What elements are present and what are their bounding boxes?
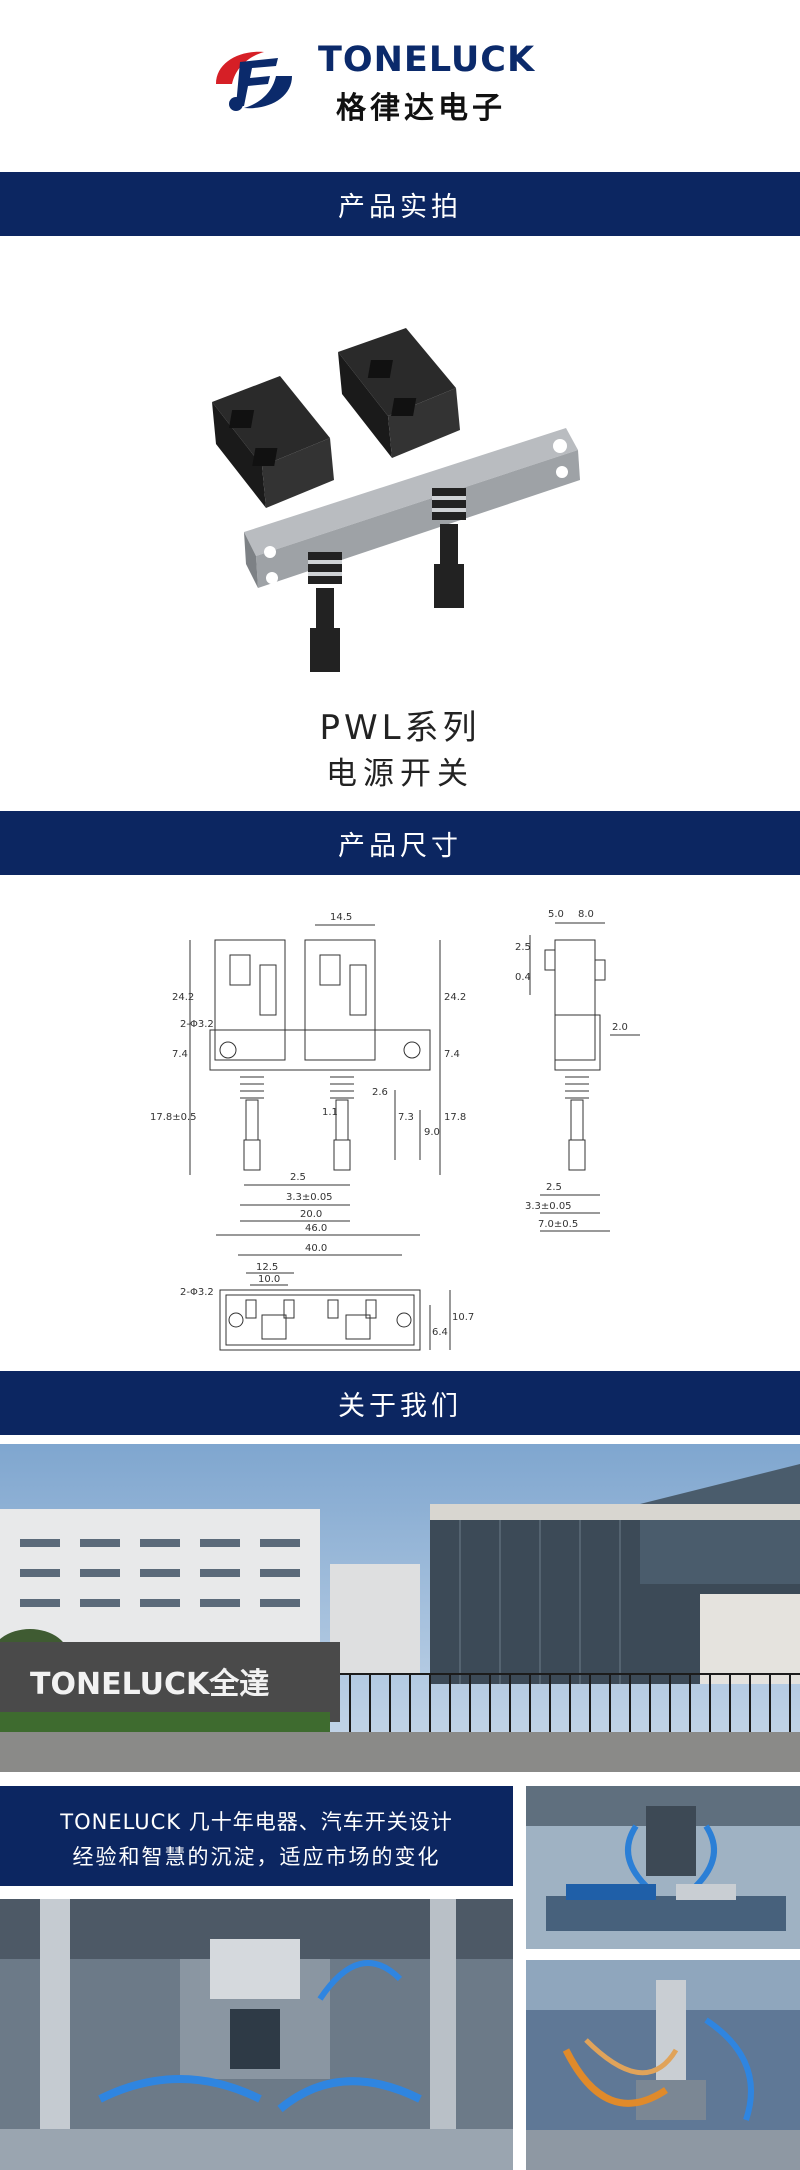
dim-side-7-0: 7.0±0.5 — [538, 1219, 578, 1230]
dim-3-3: 3.3±0.05 — [286, 1192, 333, 1203]
header-logo: TONELUCK 格律达电子 — [0, 0, 800, 172]
dim-7-3: 7.3 — [398, 1112, 414, 1123]
assembly-machine-photo — [0, 1899, 513, 2170]
factory-sign-text: TONELUCK全達 — [30, 1667, 269, 1702]
about-line-2: 经验和智慧的沉淀，适应市场的变化 — [72, 1845, 441, 1869]
dim-left-top: 24.2 — [172, 992, 194, 1003]
dim-right-top: 24.2 — [444, 992, 466, 1003]
about-line-1: TONELUCK 几十年电器、汽车开关设计 — [60, 1810, 453, 1834]
dim-side-2-5: 2.5 — [546, 1182, 562, 1193]
dim-side-2-0: 2.0 — [612, 1022, 628, 1033]
dim-side-top1: 5.0 — [548, 909, 564, 920]
dim-side-v1: 2.5 — [515, 942, 531, 953]
product-series: PWL系列 — [319, 708, 481, 748]
dim-20-0: 20.0 — [300, 1209, 322, 1220]
dimension-drawing: 14.5 24.2 24.2 2-Φ3.2 7.4 7.4 17.8±0.5 1… — [150, 909, 640, 1351]
section-title-dimensions: 产品尺寸 — [0, 811, 800, 875]
dim-left-mid: 7.4 — [172, 1049, 188, 1060]
dim-bot-hole: 2-Φ3.2 — [180, 1287, 214, 1298]
dim-side-top2: 8.0 — [578, 909, 594, 920]
dim-2-6: 2.6 — [372, 1087, 388, 1098]
about-tagline: TONELUCK 几十年电器、汽车开关设计 经验和智慧的沉淀，适应市场的变化 — [0, 1786, 513, 1886]
dim-bot-10-7: 10.7 — [452, 1312, 474, 1323]
dim-2-5: 2.5 — [290, 1172, 306, 1183]
cnc-machine-photo — [526, 1786, 800, 1949]
dim-front-top: 14.5 — [330, 912, 352, 923]
dim-bot-6-4: 6.4 — [432, 1327, 448, 1338]
factory-photo: TONELUCK全達 — [0, 1444, 800, 1772]
dim-side-3-3: 3.3±0.05 — [525, 1201, 572, 1212]
dim-right-low: 17.8 — [444, 1112, 466, 1123]
dim-right-mid: 7.4 — [444, 1049, 460, 1060]
dim-bot-10: 10.0 — [258, 1274, 280, 1285]
dim-bot-40: 40.0 — [305, 1243, 327, 1254]
robot-arm-photo — [526, 1960, 800, 2170]
section-title-about: 关于我们 — [0, 1371, 800, 1435]
dim-1-1: 1.1 — [322, 1107, 338, 1118]
dim-left-low: 17.8±0.5 — [150, 1112, 197, 1123]
dim-bot-46: 46.0 — [305, 1223, 327, 1234]
dim-side-v2: 0.4 — [515, 972, 531, 983]
brand-name-en: TONELUCK — [318, 40, 536, 80]
brand-name-cn: 格律达电子 — [336, 91, 506, 126]
product-type: 电源开关 — [326, 756, 474, 792]
section-title-photo: 产品实拍 — [0, 172, 800, 236]
product-photo — [212, 328, 580, 672]
dim-hole: 2-Φ3.2 — [180, 1019, 214, 1030]
dim-9-0: 9.0 — [424, 1127, 440, 1138]
toneluck-logo-icon — [216, 51, 292, 111]
dim-bot-12-5: 12.5 — [256, 1262, 278, 1273]
